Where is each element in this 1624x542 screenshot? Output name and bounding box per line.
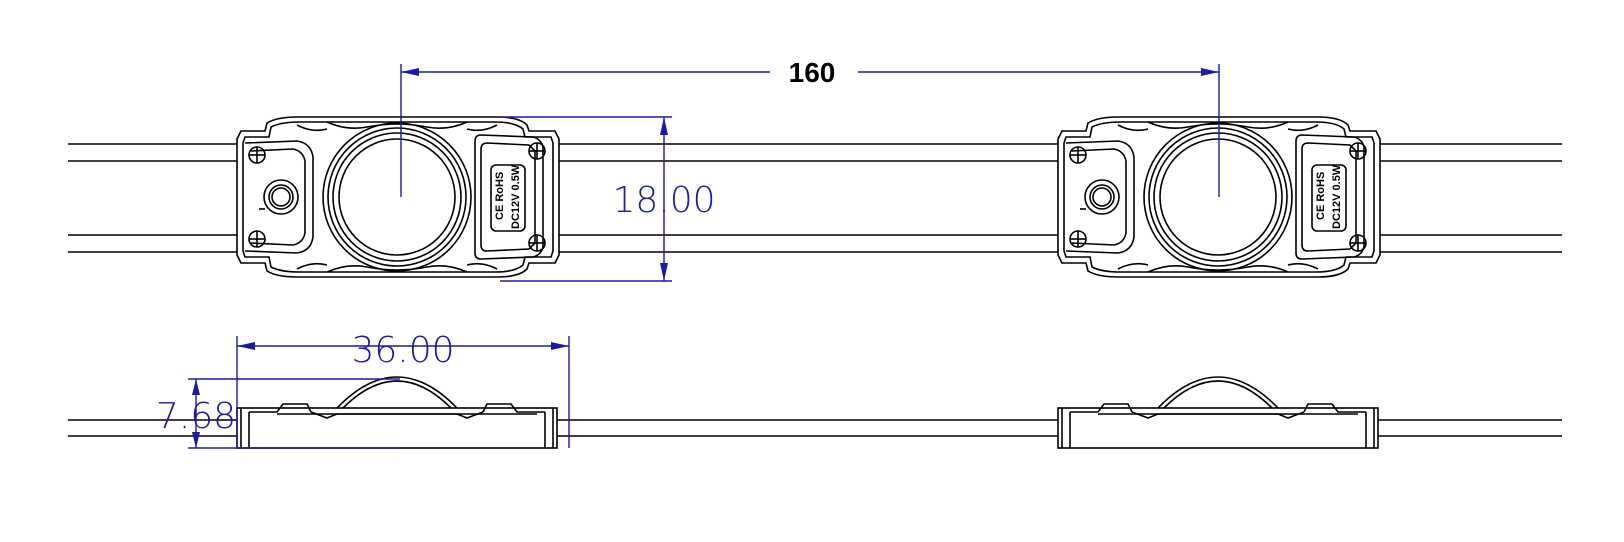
side-module-2 bbox=[1057, 376, 1379, 449]
module-2-rating-label: DC12V 0.5W bbox=[1331, 164, 1343, 229]
module-2-cert-label: CE RoHS bbox=[1315, 172, 1327, 220]
pitch-dimension bbox=[400, 64, 1220, 197]
height-dimension-label: 18.00 bbox=[612, 180, 715, 221]
module-1-cert-label: CE RoHS bbox=[494, 172, 506, 220]
side-view: 36.00 7.68 bbox=[68, 330, 1562, 449]
side-module-1 bbox=[236, 376, 558, 449]
height-dimension bbox=[500, 116, 672, 282]
top-view: CE RoHS DC12V 0.5W CE RoHS DC12V 0.5W 16… bbox=[68, 57, 1562, 282]
led-module-1: CE RoHS DC12V 0.5W bbox=[236, 116, 560, 278]
pitch-dimension-label: 160 bbox=[789, 57, 836, 88]
module-1-rating-label: DC12V 0.5W bbox=[510, 164, 522, 229]
thickness-dimension bbox=[188, 378, 400, 449]
length-dimension-label: 36.00 bbox=[351, 330, 454, 371]
length-dimension bbox=[236, 336, 570, 448]
thickness-dimension-label: 7.68 bbox=[156, 396, 236, 437]
